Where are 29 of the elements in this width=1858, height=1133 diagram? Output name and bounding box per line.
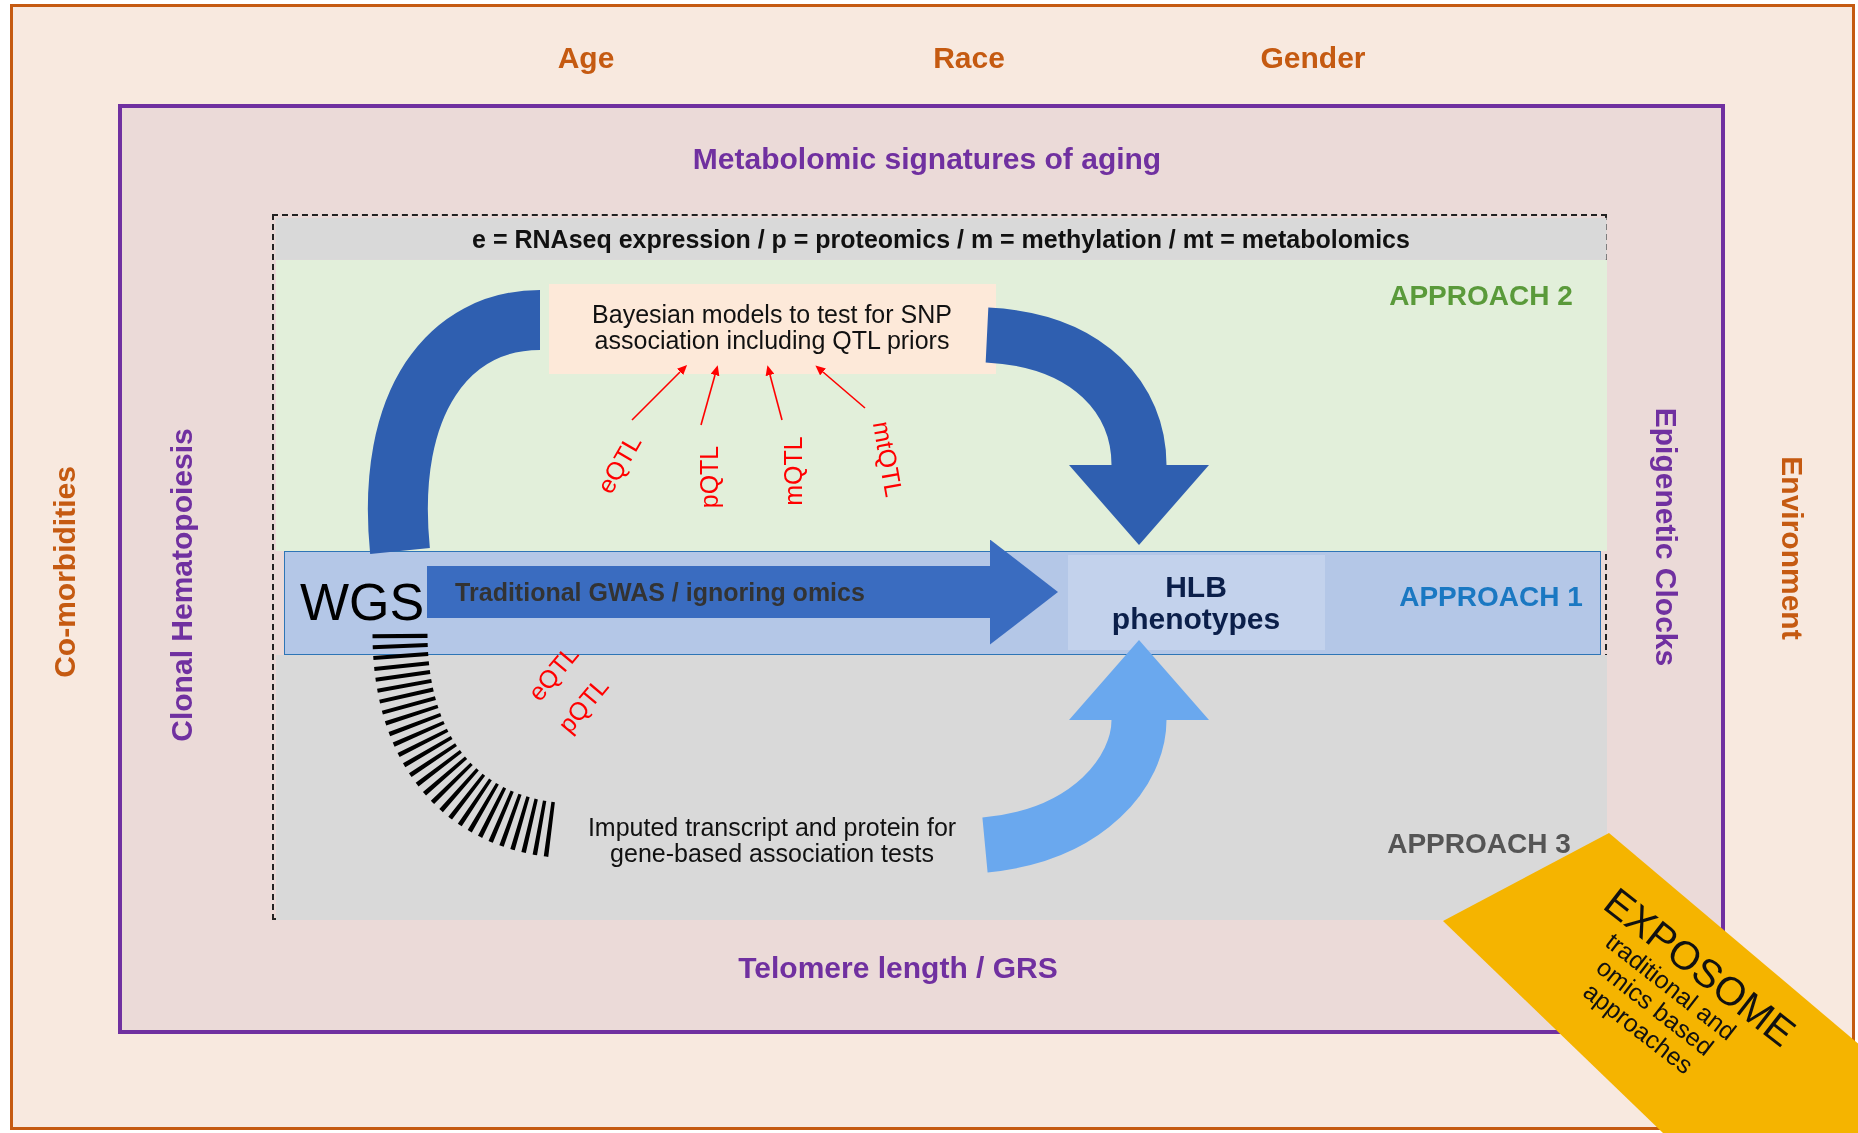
legend-header: e = RNAseq expression / p = proteomics / m = methylation / mt = metabolomics <box>275 217 1607 261</box>
frame-label: Clonal Hematopoiesis <box>166 428 198 742</box>
node-text: Bayesian models to test for SNP association including QTL priors <box>591 300 953 354</box>
frame-label: Metabolomic signatures of aging <box>692 143 1162 175</box>
outer-frame <box>10 4 1855 1130</box>
node-text: WGS <box>299 574 425 630</box>
frame-label: Age <box>557 42 615 74</box>
node-text: mtQTL <box>868 419 908 499</box>
edge-label: Traditional GWAS / ignoring omics <box>455 578 865 606</box>
frame-label: Environment <box>1776 456 1808 640</box>
arrow <box>700 365 720 426</box>
node-text: Imputed transcript and protein for gene-based association tests <box>586 813 958 867</box>
arrow <box>631 364 688 421</box>
node-text: mQTL <box>779 436 807 506</box>
process-box <box>1068 555 1325 650</box>
approach-label: APPROACH 3 <box>1387 829 1571 859</box>
process-box <box>549 284 996 374</box>
frame-label: Telomere length / GRS <box>738 952 1058 984</box>
arrow <box>815 365 866 409</box>
node-text: HLB phenotypes <box>1110 570 1282 634</box>
frame-label: Epigenetic Clocks <box>1650 407 1682 667</box>
node-text: pQTL <box>695 445 723 509</box>
approach-label: APPROACH 2 <box>1389 281 1573 311</box>
frame-label: Race <box>933 42 1005 74</box>
approach-label: APPROACH 1 <box>1399 582 1583 612</box>
arrow <box>765 365 783 421</box>
frame-label: Co-morbidities <box>49 466 81 678</box>
frame-label: Gender <box>1260 42 1366 74</box>
approach-band <box>276 260 1607 551</box>
